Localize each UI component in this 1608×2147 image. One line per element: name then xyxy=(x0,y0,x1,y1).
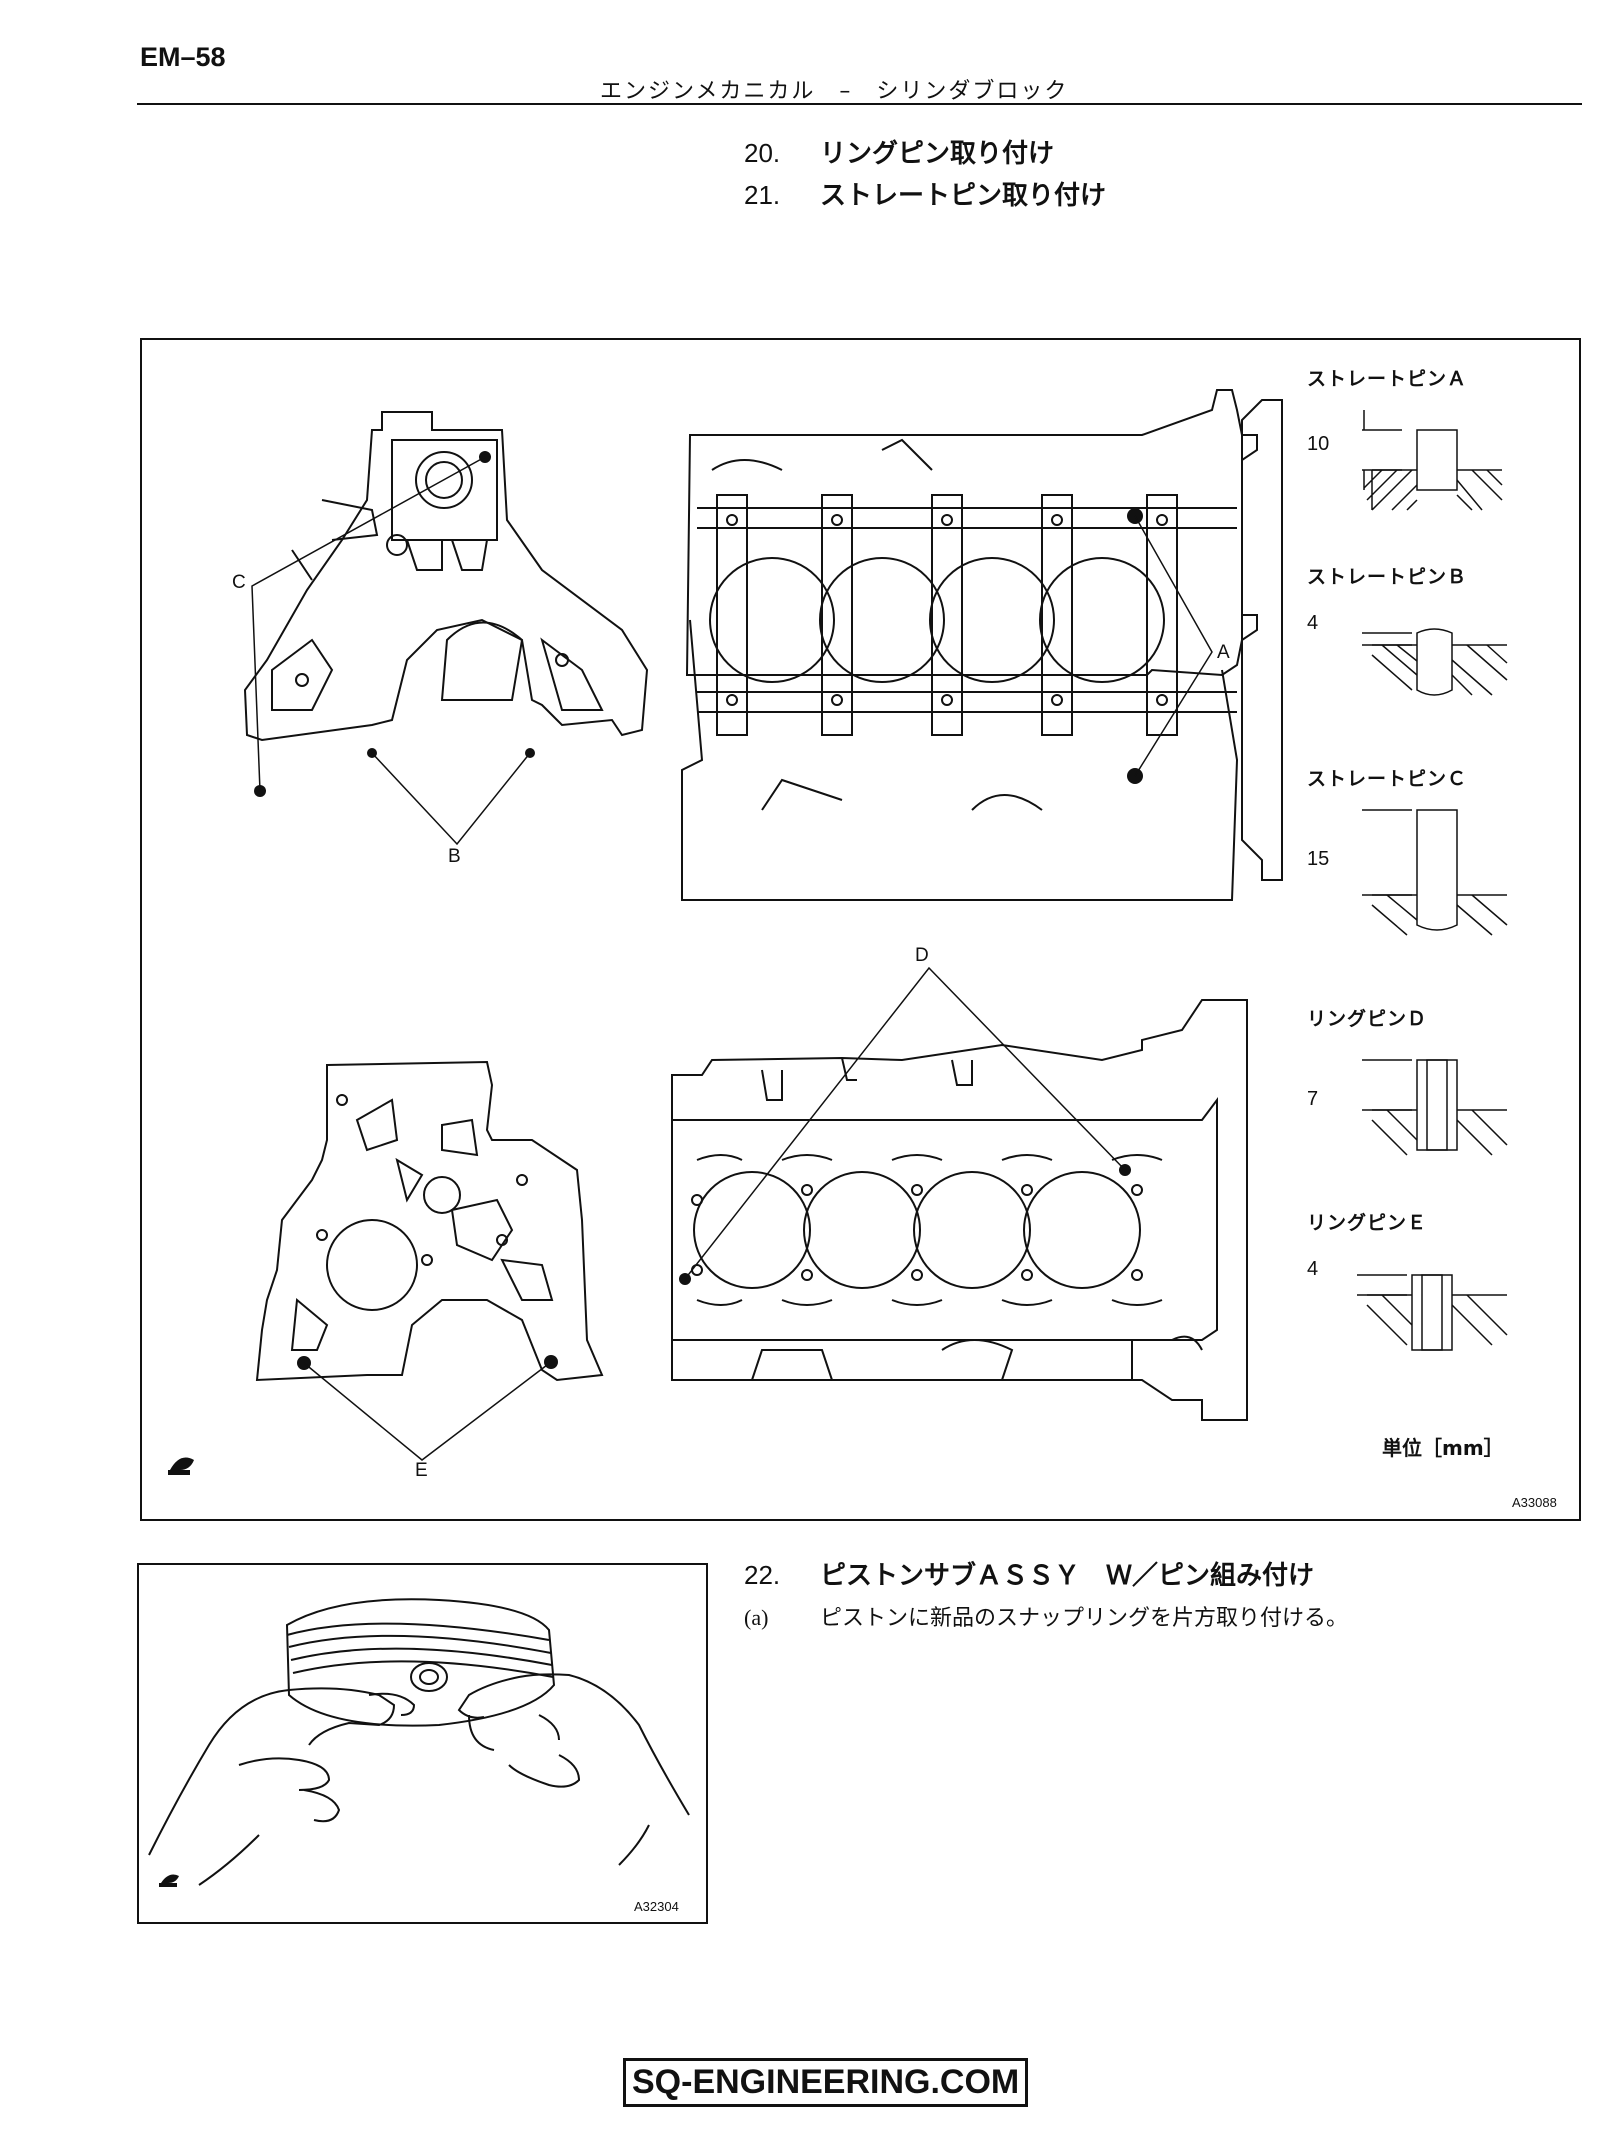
block-rear-view-bottom xyxy=(255,1060,604,1382)
figure-code: A33088 xyxy=(1512,1495,1557,1510)
step-20: 20. リングピン取り付け xyxy=(744,133,1054,170)
callout-b: B xyxy=(448,846,461,867)
pin-location-figure: C B A D E ストレートピンＡ 10 ストレートピンＢ 4 ストレートピン… xyxy=(140,338,1581,1521)
figure-code: A32304 xyxy=(634,1899,679,1914)
footer-brand: SQ-ENGINEERING.COM xyxy=(623,2058,1029,2107)
step-text: リングピン取り付け xyxy=(820,139,1055,169)
substep-a: (a) ピストンに新品のスナップリングを片方取り付ける。 xyxy=(744,1600,1348,1632)
block-front-view-top xyxy=(243,411,649,742)
substep-number: (a) xyxy=(744,1605,769,1630)
manual-logo-icon xyxy=(168,1457,194,1475)
pin-title-b: ストレートピンＢ xyxy=(1307,566,1468,588)
step-text: ピストンサブＡＳＳＹ Ｗ／ピン組み付け xyxy=(820,1561,1315,1591)
step-21: 21. ストレートピン取り付け xyxy=(744,175,1106,212)
pin-detail-sketches xyxy=(1357,410,1508,1351)
pin-title-d: リングピンＤ xyxy=(1307,1008,1428,1030)
pin-dim-c: 15 xyxy=(1307,848,1330,870)
pin-dim-b: 4 xyxy=(1307,612,1319,634)
step-number: 22. xyxy=(744,1560,781,1590)
header-rule xyxy=(137,103,1582,105)
pin-title-c: ストレートピンＣ xyxy=(1307,768,1468,790)
substep-text: ピストンに新品のスナップリングを片方取り付ける。 xyxy=(820,1606,1349,1631)
step-number: 21. xyxy=(744,180,781,210)
page-code: EM–58 xyxy=(140,42,226,72)
callout-a: A xyxy=(1217,642,1230,663)
section-title: エンジンメカニカル – シリンダブロック xyxy=(600,79,1069,104)
pin-dim-d: 7 xyxy=(1307,1088,1319,1110)
step-22: 22. ピストンサブＡＳＳＹ Ｗ／ピン組み付け xyxy=(744,1555,1314,1592)
pin-dim-e: 4 xyxy=(1307,1258,1319,1280)
manual-logo-icon xyxy=(159,1874,179,1887)
callout-c: C xyxy=(232,572,246,593)
callout-d: D xyxy=(915,945,929,966)
pin-title-a: ストレートピンＡ xyxy=(1307,368,1468,390)
step-text: ストレートピン取り付け xyxy=(820,181,1107,211)
pin-dim-a: 10 xyxy=(1307,433,1330,455)
step-number: 20. xyxy=(744,138,781,168)
block-bottom-view-top xyxy=(681,389,1283,901)
piston-snap-ring-figure: A32304 xyxy=(137,1563,708,1924)
block-deck-view-bottom xyxy=(671,999,1248,1421)
leader-lines xyxy=(251,456,1213,1461)
pin-title-e: リングピンＥ xyxy=(1307,1212,1428,1234)
callout-e: E xyxy=(415,1460,428,1481)
pin-markers xyxy=(254,451,1143,1370)
unit-label: 単位［mm］ xyxy=(1382,1436,1504,1460)
piston-hands-drawing xyxy=(148,1598,690,1887)
cylinder-block-drawing xyxy=(168,389,1508,1475)
